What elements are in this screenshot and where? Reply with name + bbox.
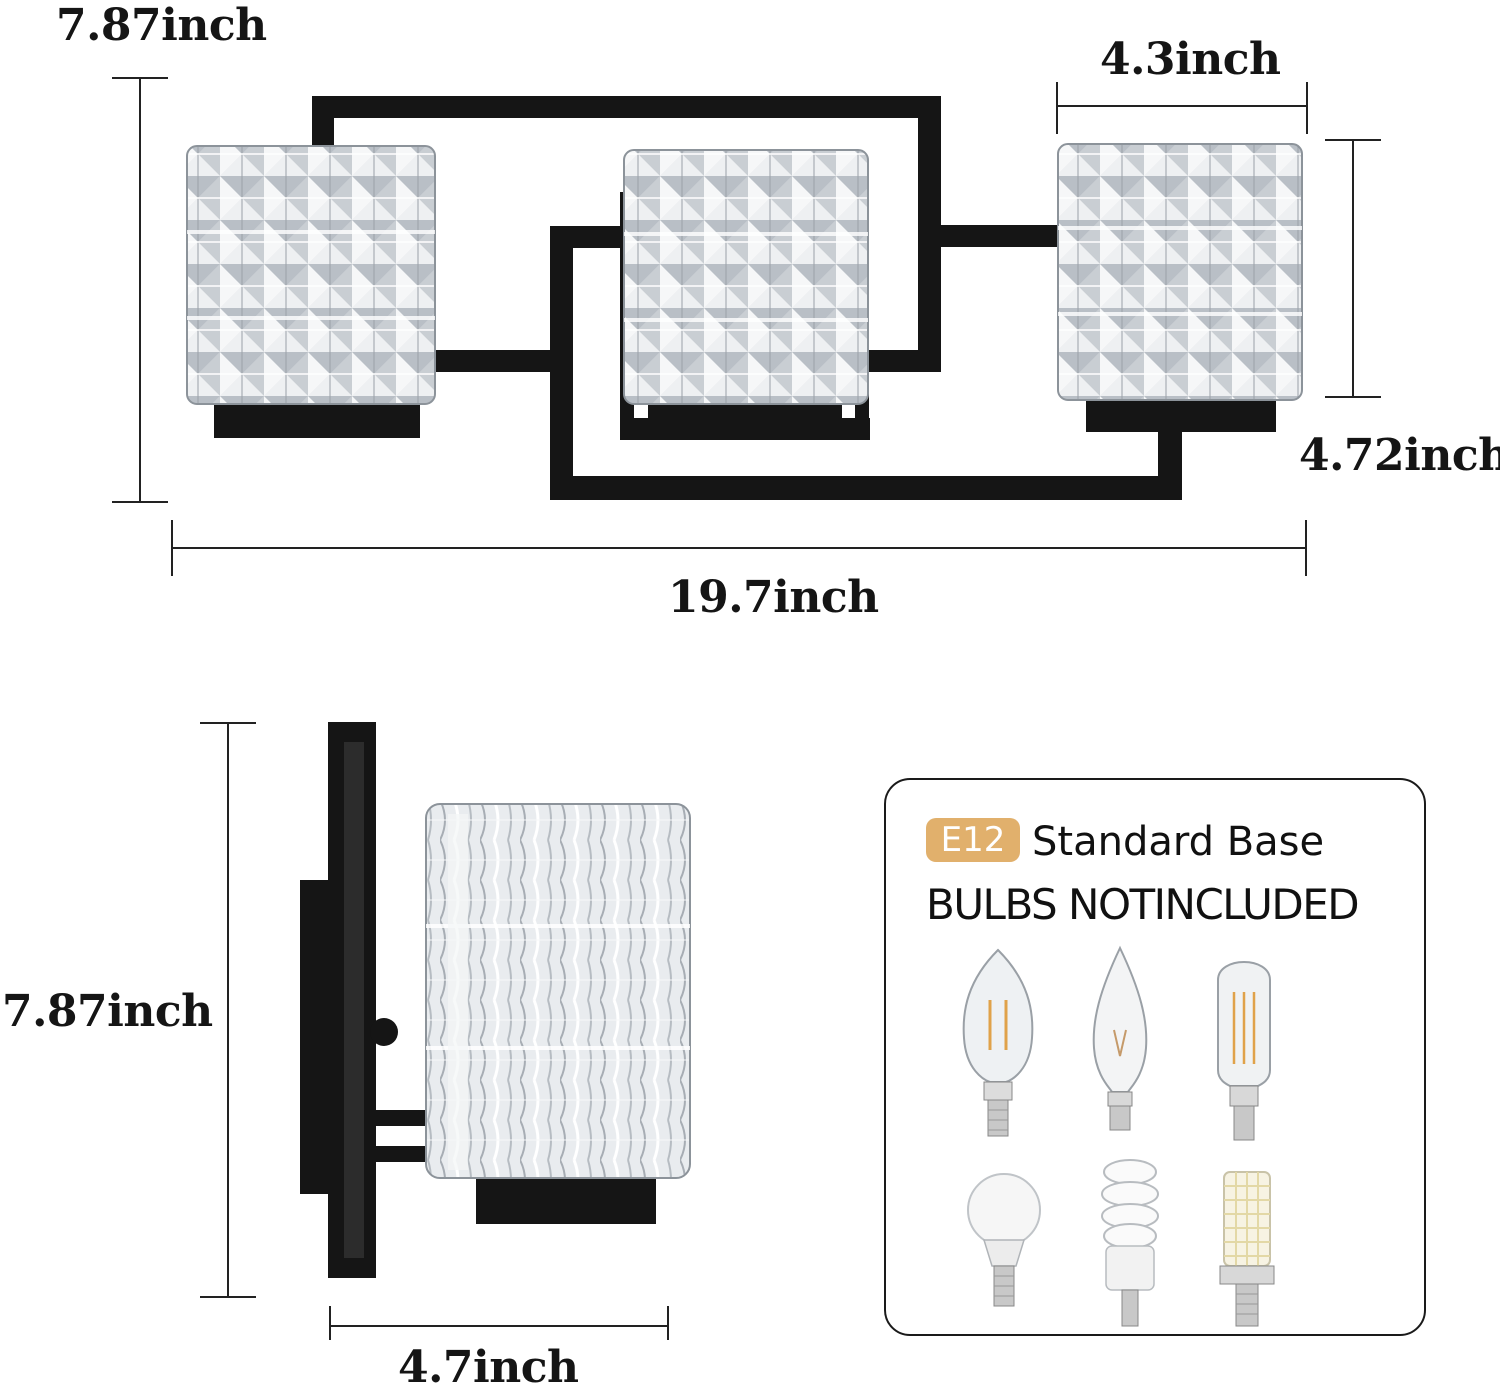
clear-candle-bulb-icon (1092, 945, 1148, 1131)
side-view-fixture (300, 722, 691, 1278)
fixture-height-label: 7.87inch (56, 0, 267, 51)
front-dimension-lines (112, 77, 1381, 576)
globe-led-bulb-icon (967, 1173, 1041, 1307)
side-dimension-lines (200, 722, 669, 1340)
bulbs-not-included-note: BULBS NOTINCLUDED (926, 880, 1360, 929)
bulb-info-panel: E12 Standard Base BULBS NOTINCLUDED (884, 778, 1426, 1336)
side-height-label: 7.87inch (2, 986, 213, 1037)
candle-led-filament-bulb-icon (962, 948, 1034, 1137)
spiral-cfl-bulb-icon (1101, 1159, 1159, 1327)
compatible-bulbs-grid (962, 945, 1275, 1327)
base-type-label: Standard Base (1032, 819, 1325, 865)
front-shades (186, 143, 1303, 405)
shade-height-label: 4.72inch (1299, 430, 1500, 481)
base-type-badge: E12 (926, 818, 1020, 862)
fixture-width-label: 19.7inch (668, 572, 879, 623)
tubular-led-filament-bulb-icon (1217, 961, 1271, 1141)
side-depth-label: 4.7inch (398, 1342, 579, 1389)
shade-width-label: 4.3inch (1100, 34, 1281, 85)
corn-led-bulb-icon (1219, 1171, 1275, 1327)
